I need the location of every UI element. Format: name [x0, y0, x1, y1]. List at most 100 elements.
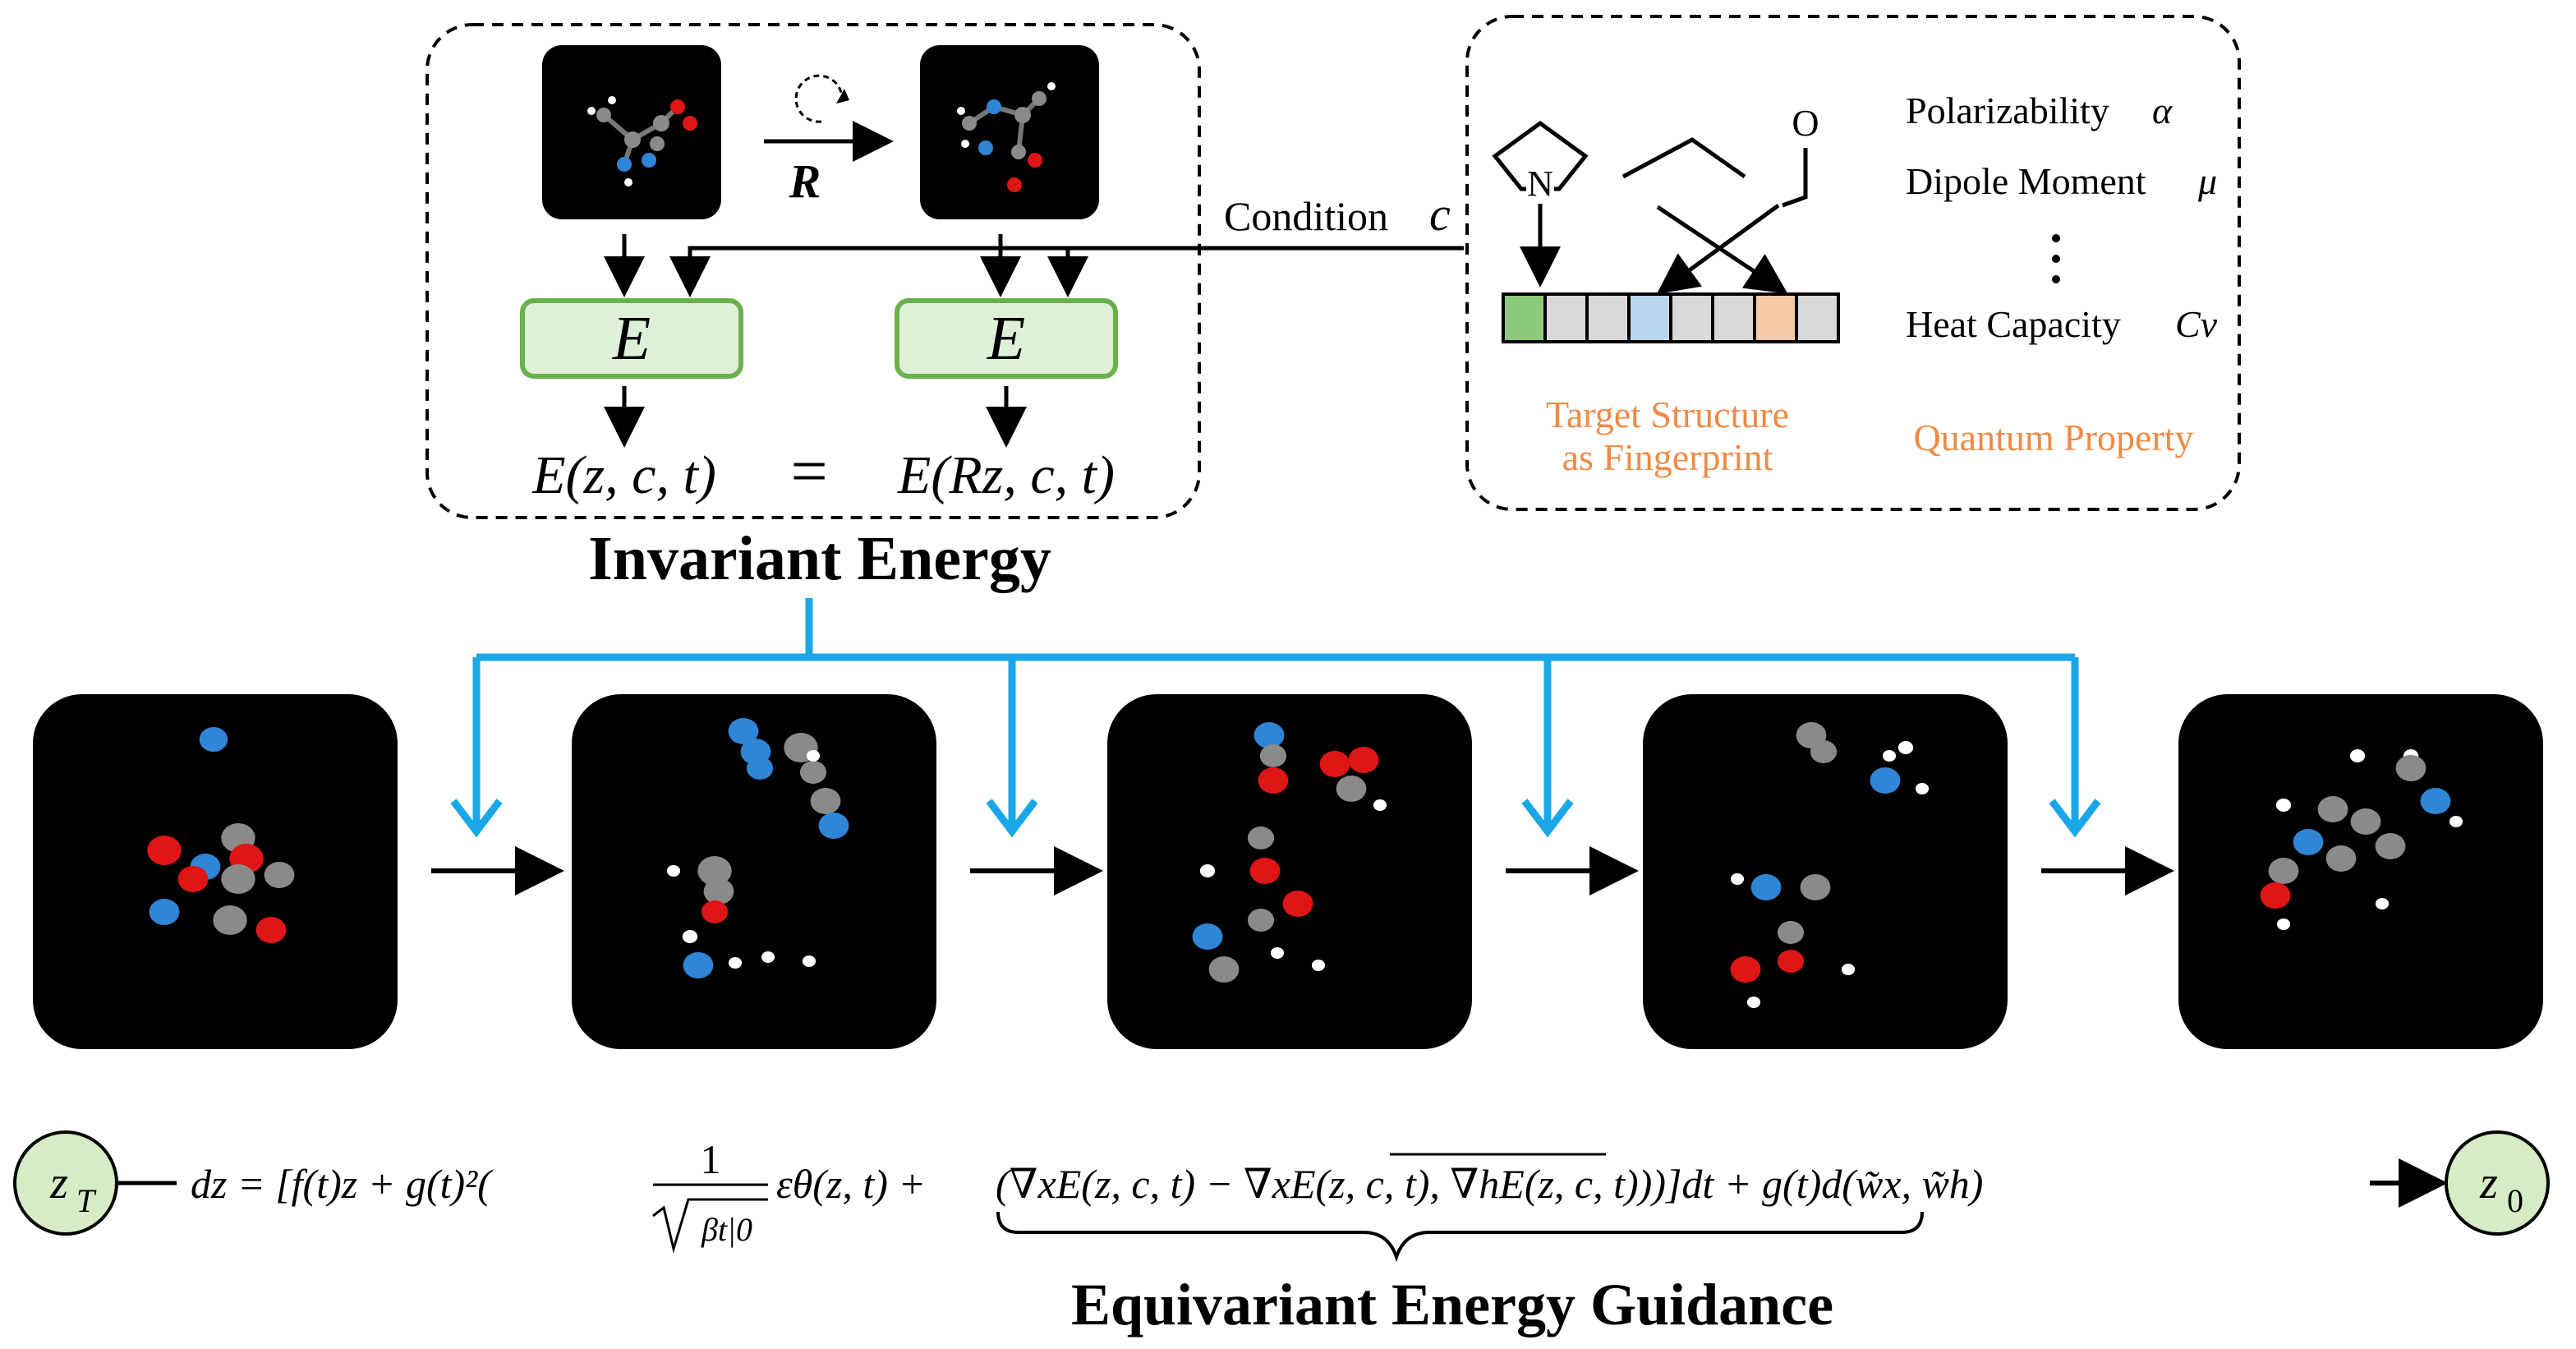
atom: [2268, 858, 2299, 884]
atom: [1810, 740, 1838, 763]
equivariant-guidance-title: Equivariant Energy Guidance: [1071, 1272, 1833, 1337]
atom: [818, 813, 849, 839]
atom: [264, 862, 295, 888]
guidance-arrowhead: [1521, 799, 1574, 838]
property-caption: Quantum Property: [1913, 417, 2193, 458]
atom: [683, 952, 714, 978]
atom: [2375, 833, 2406, 859]
energy-symbol-left: E: [612, 304, 651, 373]
generation-step-2: [572, 694, 936, 1049]
underbrace: [996, 1211, 1924, 1263]
atom: [1254, 722, 1285, 748]
atom: [799, 761, 827, 784]
atom: [1282, 891, 1313, 917]
structure-caption-line1: Target Structure: [1546, 394, 1789, 435]
fingerprint-cell: [1753, 292, 1798, 343]
propyl-chain-structure: [1622, 137, 1746, 179]
invariant-energy-panel: R E: [426, 23, 1201, 593]
atom: [1319, 751, 1350, 777]
atom: [2325, 845, 2357, 872]
atom: [2449, 816, 2463, 827]
atom: [1249, 858, 1281, 884]
fingerprint-cell: [1795, 292, 1840, 343]
end-node-subscript: 0: [2507, 1182, 2523, 1219]
fingerprint-cell: [1543, 292, 1589, 343]
atom: [1247, 826, 1275, 849]
atom: [1777, 950, 1805, 973]
property-name-heat-capacity: Heat Capacity: [1906, 303, 2121, 345]
energy-box-right: E: [895, 298, 1118, 379]
atom: [2260, 882, 2291, 909]
condition-panel-border: [1465, 15, 2241, 511]
invariant-panel-border: [426, 23, 1201, 519]
step-panel: [2178, 694, 2543, 1049]
atom: [1800, 874, 1831, 900]
atom: [728, 957, 743, 969]
ring-nitrogen-label: N: [1527, 163, 1553, 204]
end-node-symbol: z: [2479, 1158, 2498, 1209]
fingerprint-cell: [1502, 292, 1547, 343]
rotation-label: R: [789, 154, 821, 208]
atom: [1746, 997, 1761, 1008]
condition-connector: Condition c: [669, 187, 1465, 297]
atom: [746, 757, 774, 780]
atom: [1915, 783, 1930, 794]
sde-part-1: dz = [f(t)z + g(t)²(: [191, 1161, 494, 1207]
fingerprint-cell: [1585, 292, 1631, 343]
atom: [199, 727, 228, 752]
guidance-arrowhead: [450, 799, 503, 838]
property-symbol-heat-capacity: Cv: [2175, 303, 2218, 345]
start-node-symbol: z: [49, 1158, 68, 1209]
atom: [1898, 741, 1914, 754]
atom: [806, 750, 821, 762]
step-panel: [1643, 694, 2008, 1049]
ellipsis-dots-icon: [2052, 234, 2060, 283]
atom: [1247, 909, 1275, 932]
fingerprint-cell: [1627, 292, 1672, 343]
guidance-arrowhead: [986, 799, 1038, 838]
start-node: z T: [13, 1130, 118, 1236]
atom: [1348, 747, 1379, 773]
atom: [1199, 864, 1216, 877]
property-name-dipole: Dipole Moment: [1906, 160, 2146, 202]
atom: [802, 955, 816, 967]
atom: [1258, 767, 1289, 794]
atom: [761, 951, 775, 963]
condition-symbol: c: [1429, 187, 1451, 241]
atom: [1192, 923, 1223, 950]
generation-step-1-noise: [33, 694, 398, 1049]
hydroxyl-chain-structure: O: [1782, 102, 1819, 208]
atom: [1208, 956, 1240, 983]
energy-symbol-right: E: [987, 304, 1025, 373]
atom: [2317, 796, 2348, 822]
structure-caption-line2: as Fingerprint: [1562, 436, 1773, 478]
start-node-subscript: T: [76, 1182, 97, 1219]
atom: [2276, 919, 2291, 930]
atom: [1336, 776, 1367, 802]
atom: [1730, 956, 1761, 983]
atom: [2275, 799, 2292, 812]
fingerprint-cell: [1669, 292, 1714, 343]
sde-equation: z T dz = [f(t)z + g(t)²( 1 βt|0 εθ(z, t)…: [13, 1130, 2550, 1337]
atom: [213, 905, 247, 935]
sde-part-3: (∇xE(z, c, t) − ∇xE(z, c, t), ∇hE(z, c, …: [996, 1161, 1983, 1207]
atom: [2375, 898, 2390, 909]
molecule-thumbnail-rotated: [920, 45, 1099, 219]
atom: [1373, 799, 1387, 811]
atom: [728, 718, 759, 744]
atom: [149, 899, 180, 925]
atom: [810, 788, 841, 814]
atom: [1841, 964, 1856, 975]
energy-box-left: E: [520, 298, 743, 379]
atom: [1777, 921, 1805, 944]
generation-step-3: [1107, 694, 1472, 1049]
sde-fraction-denominator: βt|0: [701, 1211, 752, 1248]
sde-fraction-numerator: 1: [701, 1136, 721, 1182]
atom: [1750, 874, 1782, 900]
atom: [1259, 744, 1287, 767]
sde-part-2: εθ(z, t) +: [776, 1161, 926, 1207]
chain-oxygen-label: O: [1792, 102, 1819, 144]
property-symbol-dipole: μ: [2197, 160, 2217, 202]
end-node: z 0: [2445, 1130, 2550, 1236]
atom: [666, 865, 681, 877]
